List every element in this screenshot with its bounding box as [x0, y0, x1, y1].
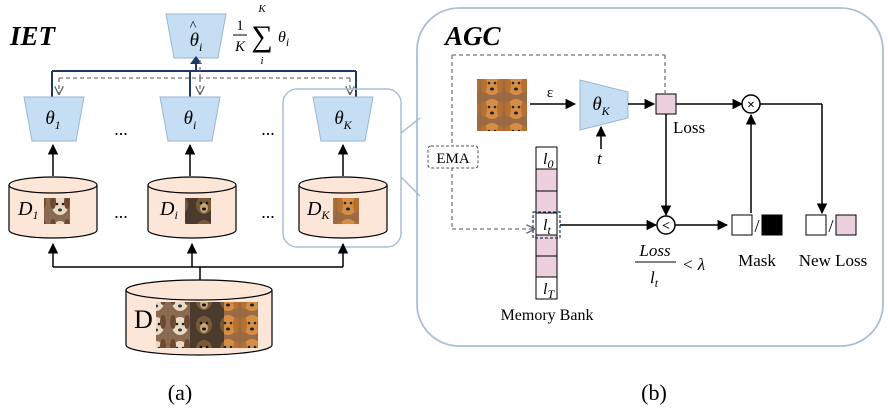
- svg-text:θK: θK: [592, 94, 610, 118]
- input-dog-photo: [477, 79, 527, 131]
- model-theta-i: θi: [159, 96, 221, 142]
- ensemble-sub: i: [199, 40, 202, 54]
- sum-symbol: ∑: [251, 20, 272, 53]
- model-theta-k: θK: [312, 96, 374, 142]
- bank-cell-l0: l0: [543, 151, 553, 171]
- formula-term: θi: [278, 29, 289, 49]
- multiply-node: ×: [741, 94, 761, 114]
- dog-photo-3: [333, 198, 359, 224]
- caption-b: (b): [641, 380, 667, 405]
- new-loss-label: New Loss: [799, 251, 867, 270]
- noise-label: ε: [547, 85, 553, 101]
- formula-sum-top: K: [257, 3, 266, 15]
- loss-label: Loss: [673, 118, 705, 137]
- ellipsis-datasets-2: ...: [261, 202, 275, 222]
- svg-text:×: ×: [747, 98, 755, 113]
- ensemble-symbol: θ: [190, 30, 199, 51]
- svg-text:< λ: < λ: [682, 255, 705, 274]
- memory-bank: l0 lt lT Memory Bank: [501, 146, 594, 324]
- full-dataset: D: [125, 279, 273, 356]
- agc-model: θK: [579, 79, 629, 131]
- ellipsis-models-1: ...: [114, 119, 128, 139]
- aggregation-lines: [51, 60, 357, 97]
- ema-label: EMA: [436, 151, 470, 167]
- svg-text:/: /: [828, 216, 833, 236]
- memory-bank-label: Memory Bank: [501, 307, 594, 324]
- svg-text:lt: lt: [650, 268, 659, 290]
- agc-title: AGC: [443, 21, 502, 51]
- ema-box: [427, 145, 479, 169]
- bank-cell-lt: lt: [543, 217, 551, 237]
- bank-cell-lT: lT: [543, 281, 555, 301]
- condition-formula: Loss lt < λ: [635, 241, 705, 290]
- dataset-di: Di: [147, 176, 237, 239]
- mask-label: Mask: [738, 251, 776, 270]
- time-label: t: [597, 149, 603, 168]
- dataset-dk: DK: [298, 176, 388, 239]
- dataset-d1: D1: [8, 176, 98, 239]
- agc-panel-frame: [416, 7, 884, 347]
- distribution-lines: [59, 60, 350, 94]
- new-loss-output: / New Loss: [799, 214, 867, 270]
- formula-numerator: 1: [236, 18, 244, 34]
- caption-a: (a): [168, 380, 192, 405]
- svg-text:/: /: [754, 216, 759, 236]
- loss-square: [655, 93, 677, 115]
- full-dataset-label: D: [134, 305, 153, 334]
- ensemble-hat: ^: [190, 19, 197, 34]
- svg-text:θK: θK: [334, 108, 352, 132]
- svg-text:Di: Di: [159, 198, 178, 222]
- svg-text:θi: θi: [190, 30, 203, 54]
- dataset-model-arrows: [47, 143, 349, 176]
- mask-output: / Mask: [731, 214, 783, 270]
- svg-text:DK: DK: [306, 198, 330, 222]
- panel-a: IET θi ^ 1 K K ∑ i θi: [8, 3, 402, 405]
- svg-text:θi: θi: [184, 108, 197, 132]
- dog-photo-1: [44, 198, 70, 224]
- ensemble-model: θi ^: [165, 13, 227, 59]
- compare-node: <: [656, 215, 676, 235]
- formula-denominator: K: [234, 39, 246, 55]
- average-formula: 1 K K ∑ i θi: [233, 3, 289, 67]
- svg-text:θ1: θ1: [45, 108, 60, 132]
- model-theta-1: θ1: [23, 96, 85, 142]
- iet-title: IET: [9, 21, 57, 51]
- split-arrows: [47, 242, 349, 280]
- ellipsis-models-2: ...: [261, 119, 275, 139]
- panel-b: AGC EMA ε θK t Loss: [416, 7, 884, 405]
- svg-text:<: <: [662, 219, 670, 234]
- ema-loop: [451, 54, 666, 229]
- svg-text:D1: D1: [17, 198, 38, 222]
- svg-text:Loss: Loss: [638, 241, 671, 260]
- dog-photo-2: [185, 198, 211, 224]
- formula-sum-bottom: i: [260, 55, 263, 67]
- ellipsis-datasets-1: ...: [114, 202, 128, 222]
